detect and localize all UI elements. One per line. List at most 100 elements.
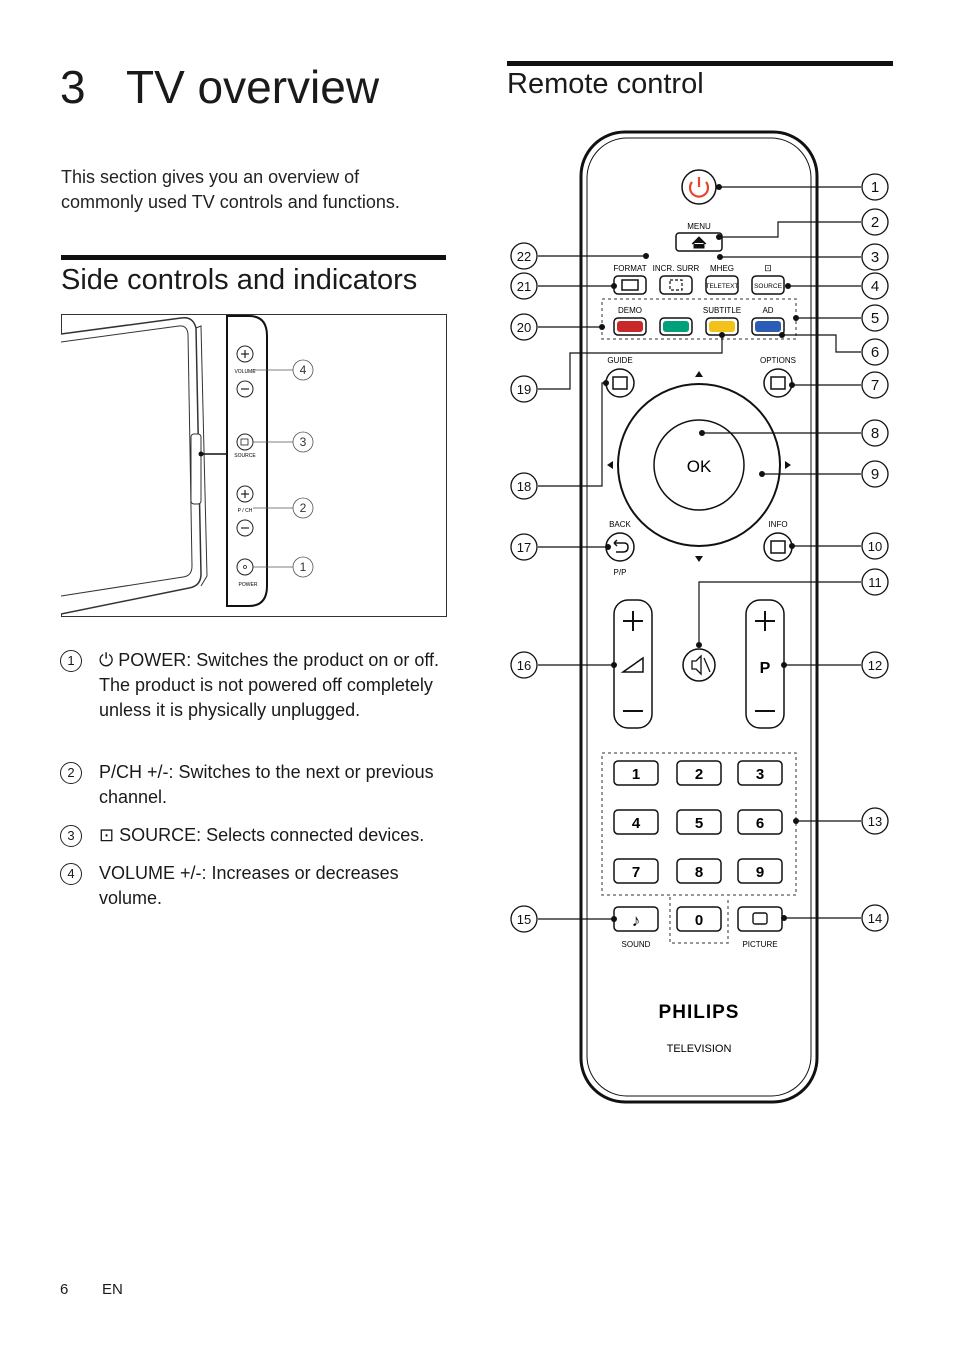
callout-number: 22 <box>517 249 531 264</box>
label-source: SOURCE <box>754 283 782 290</box>
picture-button[interactable] <box>737 906 783 932</box>
intro-paragraph: This section gives you an overview of co… <box>61 167 400 212</box>
callout-number: 14 <box>868 911 882 926</box>
ok-button[interactable] <box>653 419 745 511</box>
key-label: 3 <box>756 766 764 783</box>
remote-section-title: Remote control <box>507 68 704 100</box>
remote-control-figure: MENU FORMAT INCR. SURR MHEG ⊡ TELETEXT S… <box>510 130 889 1104</box>
callout-number: 6 <box>871 344 879 361</box>
label-options: OPTIONS <box>760 356 796 365</box>
callout-number: 20 <box>517 320 531 335</box>
brand-logo: PHILIPS <box>659 1002 740 1023</box>
arrow-up-icon <box>695 371 703 377</box>
chapter-title: TV overview <box>126 61 380 113</box>
arrow-right-icon <box>785 461 791 469</box>
callout-number: 18 <box>517 479 531 494</box>
callout-number: 21 <box>517 279 531 294</box>
side-controls-figure: VOLUME SOURCE P / CH POWER 4 3 2 1 <box>61 314 447 617</box>
key-label: 6 <box>756 815 764 832</box>
callout-number: 10 <box>868 539 882 554</box>
chapter-number: 3 <box>60 61 87 113</box>
keypad-button[interactable] <box>613 858 659 884</box>
label-incr-surr: INCR. SURR <box>653 264 700 273</box>
callout-number: 9 <box>871 466 879 483</box>
label-format: FORMAT <box>613 264 646 273</box>
format-icon <box>621 279 639 291</box>
key-label: 8 <box>695 864 703 881</box>
power-icon: ⏻ <box>99 650 119 670</box>
label-television: TELEVISION <box>667 1043 732 1055</box>
list-text: POWER: Switches the product on or off. T… <box>99 650 440 720</box>
keypad-button[interactable] <box>737 760 783 786</box>
home-icon <box>691 236 707 249</box>
options-button[interactable] <box>763 368 793 398</box>
key-label: 9 <box>756 864 764 881</box>
power-icon <box>688 181 710 198</box>
keypad-button[interactable] <box>676 760 722 786</box>
surround-icon <box>669 279 683 291</box>
source-icon: ⊡ <box>99 825 120 845</box>
mute-button[interactable] <box>682 648 716 682</box>
green-swatch <box>663 321 689 332</box>
label-info: INFO <box>768 520 787 529</box>
list-number: 2 <box>60 762 82 784</box>
incr-surr-button[interactable] <box>659 275 693 295</box>
label-sound: SOUND <box>622 940 651 949</box>
key-label: 1 <box>632 766 640 783</box>
callout-number: 4 <box>871 278 879 295</box>
keypad-button[interactable] <box>613 760 659 786</box>
callout-number: 1 <box>871 179 879 196</box>
panel-label-volume: VOLUME <box>234 369 256 375</box>
arrow-down-icon <box>695 556 703 562</box>
callout-number: 17 <box>517 540 531 555</box>
keypad-button[interactable] <box>737 809 783 835</box>
list-number: 3 <box>60 825 82 847</box>
blue-swatch <box>755 321 781 332</box>
keypad-button[interactable] <box>676 906 722 932</box>
language-code: EN <box>102 1281 123 1298</box>
keypad-button[interactable] <box>676 809 722 835</box>
teletext-button[interactable] <box>705 275 739 295</box>
key-label: 0 <box>695 912 703 929</box>
side-callout-4: 4 <box>300 363 307 377</box>
label-ok: OK <box>687 457 712 476</box>
keypad-button[interactable] <box>676 858 722 884</box>
info-button[interactable] <box>763 532 793 562</box>
source-icon: ⊡ <box>764 263 772 273</box>
list-text: VOLUME +/-: Increases or decreases volum… <box>99 863 399 908</box>
list-number: 1 <box>60 650 82 672</box>
key-label: 4 <box>632 815 641 832</box>
list-text: P/CH +/-: Switches to the next or previo… <box>99 762 434 807</box>
guide-icon <box>612 376 628 390</box>
section-rule-side <box>61 255 446 260</box>
callout-number: 16 <box>517 658 531 673</box>
list-item: 1 ⏻ POWER: Switches the product on or of… <box>60 648 460 748</box>
panel-label-source: SOURCE <box>234 453 256 459</box>
keypad-button[interactable] <box>737 858 783 884</box>
list-number: 4 <box>60 863 82 885</box>
guide-button[interactable] <box>605 368 635 398</box>
list-text: SOURCE: Selects connected devices. <box>119 825 425 845</box>
keypad-button[interactable] <box>613 809 659 835</box>
color-keys-group <box>601 298 797 340</box>
list-item: 2 P/CH +/-: Switches to the next or prev… <box>60 760 460 810</box>
info-icon <box>770 540 786 554</box>
callout-number: 15 <box>517 912 531 927</box>
side-section-title: Side controls and indicators <box>61 264 418 296</box>
mute-icon <box>691 654 711 676</box>
callout-number: 3 <box>871 249 879 266</box>
callout-number: 19 <box>517 382 531 397</box>
callout-number: 13 <box>868 814 882 829</box>
source-button[interactable] <box>751 275 785 295</box>
key-label: 7 <box>632 864 640 881</box>
arrow-left-icon <box>607 461 613 469</box>
callout-number: 5 <box>871 310 879 327</box>
section-rule-remote <box>507 61 893 66</box>
label-demo: DEMO <box>618 306 642 315</box>
label-teletext: TELETEXT <box>706 283 739 290</box>
label-menu: MENU <box>687 222 711 231</box>
label-p: P <box>760 660 771 677</box>
panel-label-power: POWER <box>239 582 258 588</box>
callout-number: 7 <box>871 377 879 394</box>
format-button[interactable] <box>613 275 647 295</box>
